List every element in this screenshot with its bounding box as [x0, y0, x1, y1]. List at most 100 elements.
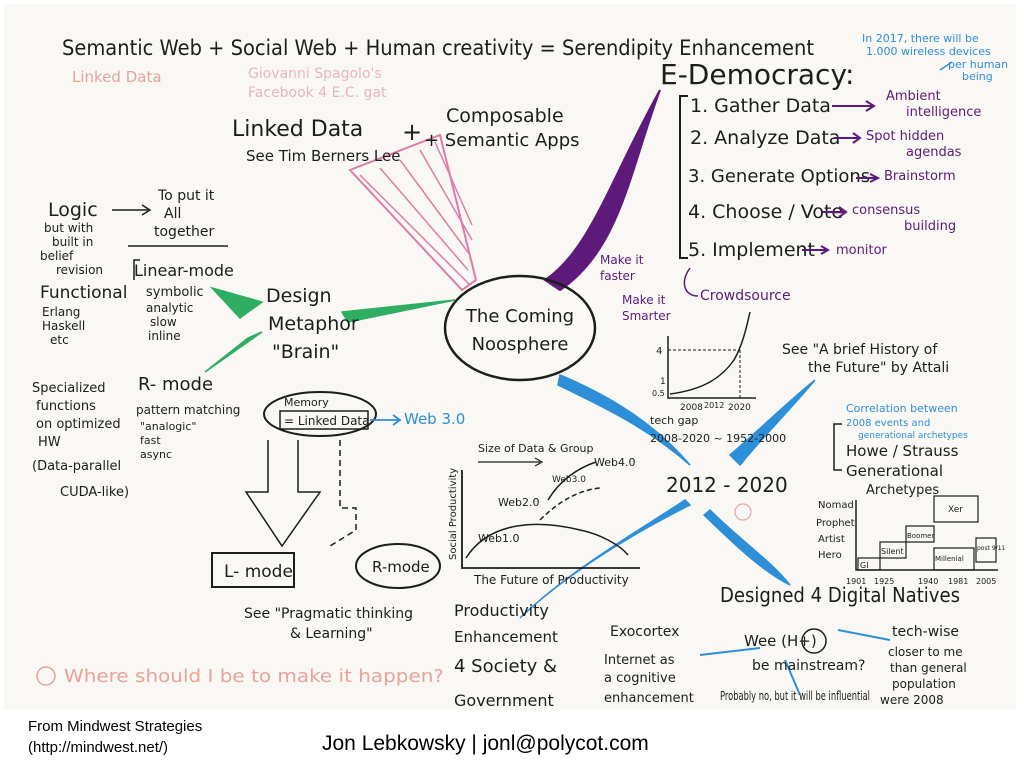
gen-row-prophet: Prophet — [816, 518, 855, 529]
techwise-2: than general — [890, 661, 967, 675]
result-5a: monitor — [836, 243, 888, 258]
productivity-graph: Size of Data & Group Social Productivity… — [448, 442, 640, 587]
gen-year-1940: 1940 — [918, 577, 938, 586]
crowdsource-curve — [683, 267, 699, 297]
note-2017-3: per human — [948, 58, 1008, 71]
techwise-0: tech-wise — [892, 624, 959, 640]
question-group: Where should I be to make it happen? — [36, 666, 444, 687]
linked-data-see: See Tim Berners Lee — [246, 147, 400, 165]
gen-label-millenial: Millenial — [935, 555, 964, 563]
symbolic-0: symbolic — [146, 285, 204, 300]
linked-data-title: Linked Data — [232, 117, 363, 142]
graph-curve-1 — [465, 523, 629, 559]
graph-xlabel: The Future of Productivity — [473, 573, 629, 587]
gen-label-post911: post 9/11 — [977, 545, 1006, 552]
edemocracy-title: E-Democracy: — [660, 58, 854, 91]
mini-tick-2012: 2012 — [704, 401, 724, 410]
graph-y-axis — [461, 470, 640, 569]
gen-row-nomad: Nomad — [818, 500, 854, 511]
green-branch-top — [340, 299, 456, 323]
memory-box — [279, 410, 369, 430]
faded-linked-data: Linked Data — [72, 68, 162, 86]
gen-block-boomer — [905, 525, 935, 543]
result-1a: Ambient — [886, 89, 941, 104]
center-line2: Noosphere — [472, 334, 569, 355]
exocortex-2: a cognitive — [604, 671, 676, 686]
blue-branch-down — [519, 499, 692, 619]
pattern-3: async — [140, 448, 172, 461]
center-line1: The Coming — [465, 306, 574, 327]
faded-giovanni-1: Giovanni Spagolo's — [248, 66, 382, 82]
howe-1: Howe / Strauss — [846, 442, 959, 460]
question-mark-circle — [36, 666, 56, 686]
gen-block-silent — [879, 541, 907, 559]
branch-spikes — [204, 89, 891, 696]
lmode-label: L- mode — [224, 562, 293, 582]
tech-gap-1: tech gap — [650, 414, 698, 427]
graph-curve-2 — [539, 487, 601, 521]
logic-2: built in — [52, 235, 93, 249]
specialized-4: (Data-parallel — [32, 459, 121, 474]
gen-row-hero: Hero — [818, 550, 842, 561]
arrow-step-2 — [834, 132, 862, 144]
arrow-step-3 — [856, 173, 881, 183]
memory-box-label: = Linked Data — [284, 414, 369, 428]
mini-tick-2020: 2020 — [728, 403, 751, 413]
functional-2: Haskell — [42, 319, 85, 333]
lmode-arrow — [244, 440, 322, 548]
gen-block-xer — [933, 495, 979, 523]
techwise-1: closer to me — [888, 645, 963, 659]
gen-label-gi: GI — [860, 561, 869, 570]
gen-year-1981: 1981 — [948, 577, 968, 586]
productivity-3: Government — [454, 691, 554, 710]
pattern-1: "analogic" — [140, 420, 196, 433]
graph-web40: Web4.0 — [594, 456, 635, 469]
probably-label: Probably no, but it will be influential — [720, 689, 870, 703]
graph-size-label: Size of Data & Group — [478, 442, 594, 455]
design-line2: Metaphor — [268, 313, 359, 335]
result-4a: consensus — [852, 203, 920, 218]
arrow-step-1 — [832, 100, 876, 112]
mini-1: 1 — [660, 377, 666, 387]
step-2: 2. Analyze Data — [690, 127, 840, 149]
smarter-1: Make it — [622, 293, 666, 307]
graph-curve-3 — [547, 461, 597, 501]
specialized-0: Specialized — [32, 381, 106, 396]
note-2017-1: In 2017, there will be — [862, 32, 979, 45]
note-arrow — [939, 61, 953, 71]
header-title: Semantic Web + Social Web + Human creati… — [62, 36, 814, 60]
blue-branch-down-right — [702, 508, 791, 586]
mini-axis — [667, 336, 756, 399]
specialized-2: on optimized — [36, 417, 121, 432]
faded-giovanni-2: Facebook 4 E.C. gat — [248, 85, 387, 101]
linked-data-plus: + — [402, 118, 422, 146]
techwise-3: population — [892, 677, 956, 691]
mini-05: 0.5 — [652, 389, 665, 398]
blue-arrow-wee-down — [784, 659, 801, 696]
rmode-arrow — [329, 440, 357, 547]
result-2a: Spot hidden — [866, 129, 944, 144]
footer-source-line1: From Mindwest Strategies — [28, 718, 203, 735]
timeline-group: 2012 - 2020 4 1 0.5 2008 2012 2020 tech … — [650, 311, 949, 521]
productivity-1: Enhancement — [454, 628, 558, 646]
put-0: To put it — [157, 188, 215, 204]
mini-4: 4 — [656, 346, 662, 357]
correlation-2: 2008 events and — [846, 418, 930, 429]
gen-row-artist: Artist — [818, 534, 845, 545]
result-1b: intelligence — [906, 105, 981, 120]
linked-data-group: Linked Data See Tim Berners Lee + Compos… — [232, 105, 580, 165]
gen-year-1901: 1901 — [846, 577, 866, 586]
graph-size-arrow — [478, 457, 544, 467]
center-node: The Coming Noosphere — [443, 274, 597, 382]
timeline-mark — [734, 503, 752, 521]
rmode-oval-label: R-mode — [372, 558, 430, 576]
logic-4: revision — [56, 263, 103, 277]
gen-block-millenial — [933, 547, 975, 571]
mini-dash — [668, 349, 741, 398]
productivity-2: 4 Society & — [454, 656, 557, 677]
exocortex-3: enhancement — [604, 691, 694, 706]
blue-branch-right — [728, 379, 816, 467]
result-3a: Brainstorm — [884, 169, 956, 184]
question-text: Where should I be to make it happen? — [64, 666, 444, 687]
